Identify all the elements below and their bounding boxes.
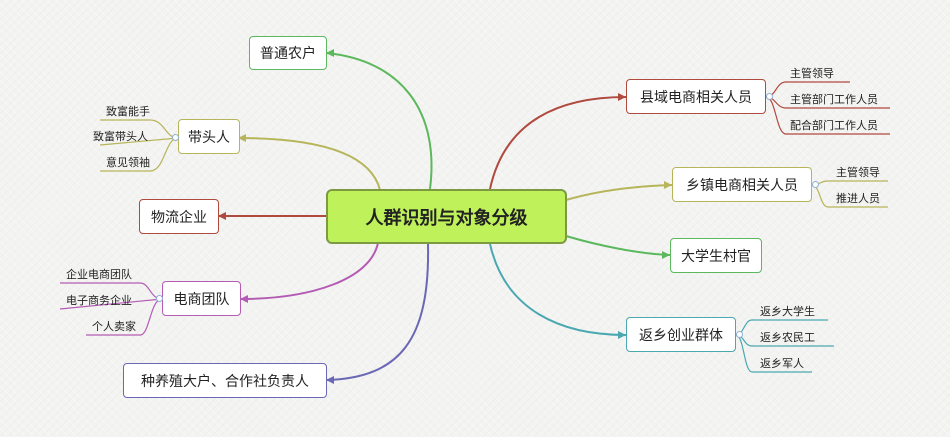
link-xiangzhen — [565, 184, 673, 201]
leaf-daitou-2[interactable]: 意见领袖 — [106, 156, 150, 169]
topic-fanxiang[interactable]: 返乡创业群体 — [626, 317, 736, 352]
topic-xiangzhen[interactable]: 乡镇电商相关人员 — [672, 167, 812, 202]
leaf-xianyu-0[interactable]: 主管领导 — [790, 67, 834, 80]
leaf-fanxiang-1[interactable]: 返乡农民工 — [760, 331, 815, 344]
link-fanxiang — [489, 243, 627, 336]
leaf-xianyu-1[interactable]: 主管部门工作人员 — [790, 93, 878, 106]
arrow-putong — [326, 49, 334, 57]
leaf-daitou-0[interactable]: 致富能手 — [106, 105, 150, 118]
collapse-toggle-dianshang[interactable] — [156, 295, 163, 302]
topic-daitou[interactable]: 带头人 — [178, 119, 240, 154]
topic-xianyu[interactable]: 县域电商相关人员 — [626, 79, 766, 114]
link-putong — [325, 52, 433, 190]
leaf-xiangzhen-1[interactable]: 推进人员 — [836, 192, 880, 205]
arrow-xianyu — [618, 93, 626, 101]
leaf-dianshang-0[interactable]: 企业电商团队 — [66, 268, 132, 281]
collapse-toggle-fanxiang[interactable] — [736, 331, 743, 338]
topic-zhongyang[interactable]: 种养殖大户、合作社负责人 — [123, 363, 327, 398]
arrow-dianshang — [240, 295, 248, 303]
link-dianshang — [239, 242, 379, 300]
topic-daxuesheng[interactable]: 大学生村官 — [670, 238, 762, 273]
link-daxuesheng — [565, 235, 671, 256]
leaf-dianshang-2[interactable]: 个人卖家 — [92, 320, 136, 333]
leaf-fanxiang-2[interactable]: 返乡军人 — [760, 357, 804, 370]
arrow-daxuesheng — [662, 251, 670, 259]
arrow-xiangzhen — [664, 181, 672, 189]
link-daitou — [237, 137, 381, 191]
leaf-fanxiang-0[interactable]: 返乡大学生 — [760, 305, 815, 318]
leaf-xianyu-2[interactable]: 配合部门工作人员 — [790, 119, 878, 132]
arrow-daitou — [238, 134, 246, 142]
topic-dianshang[interactable]: 电商团队 — [162, 281, 241, 316]
collapse-toggle-xianyu[interactable] — [766, 93, 773, 100]
root-topic[interactable]: 人群识别与对象分级 — [326, 189, 567, 244]
link-xianyu — [489, 96, 627, 190]
link-zhongyang — [325, 243, 430, 381]
collapse-toggle-xiangzhen[interactable] — [812, 181, 819, 188]
leaf-dianshang-1[interactable]: 电子商务企业 — [66, 294, 132, 307]
arrow-zhongyang — [326, 376, 334, 384]
topic-putong[interactable]: 普通农户 — [249, 36, 327, 70]
topic-wuliu[interactable]: 物流企业 — [139, 199, 219, 234]
leaf-daitou-1[interactable]: 致富带头人 — [93, 130, 148, 143]
arrow-wuliu — [218, 212, 226, 220]
leaf-xiangzhen-0[interactable]: 主管领导 — [836, 166, 880, 179]
arrow-fanxiang — [618, 331, 626, 339]
collapse-toggle-daitou[interactable] — [172, 134, 179, 141]
